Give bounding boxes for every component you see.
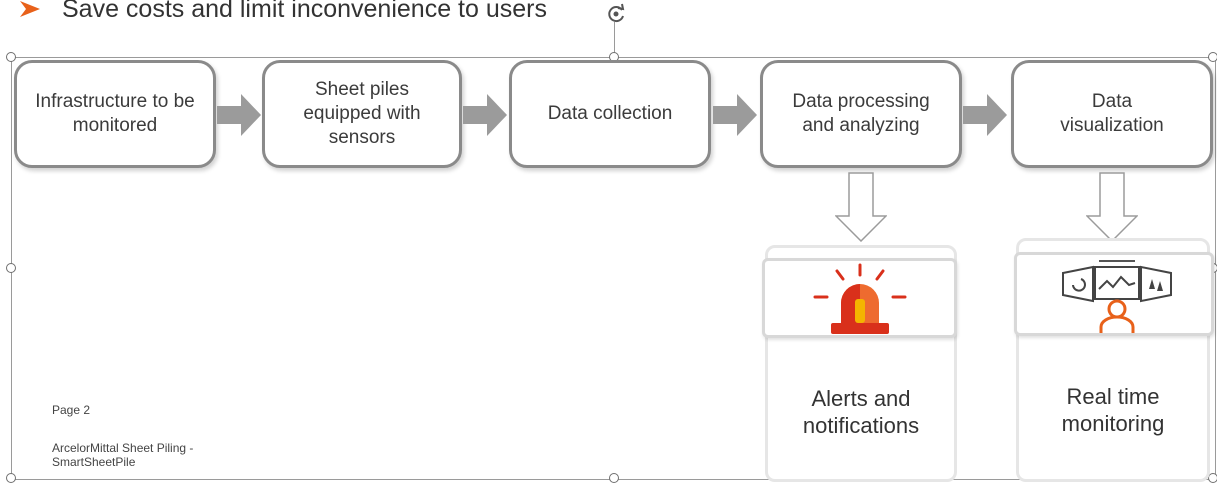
flow-step-data-visualization: Data visualization <box>1011 60 1213 168</box>
footer-company-line1: ArcelorMittal Sheet Piling - <box>52 441 194 455</box>
flow-step-label: Data processing and analyzing <box>792 91 930 136</box>
flow-step-label: Data collection <box>547 103 673 124</box>
bullet-line: Save costs and limit inconvenience to us… <box>18 0 547 26</box>
footer-company-line2: SmartSheetPile <box>52 455 136 469</box>
right-arrow-icon <box>713 94 757 136</box>
flow-step-label: Data visualization <box>1060 91 1164 136</box>
arrowhead-bullet-icon <box>20 1 40 17</box>
bullet-text: Save costs and limit inconvenience to us… <box>62 0 547 23</box>
right-arrow-icon <box>463 94 507 136</box>
alerts-image-panel <box>762 258 957 338</box>
flow-step-label: Sheet piles equipped with sensors <box>303 79 421 148</box>
flow-step-data-processing: Data processing and analyzing <box>760 60 962 168</box>
right-arrow-icon <box>217 94 261 136</box>
flow-step-label: Infrastructure to be monitored <box>35 91 195 136</box>
flow-step-infrastructure: Infrastructure to be monitored <box>14 60 216 168</box>
flow-step-sheet-piles: Sheet piles equipped with sensors <box>262 60 462 168</box>
page-number: Page 2 <box>52 403 91 417</box>
resize-handle-top-right[interactable] <box>1208 52 1217 62</box>
monitoring-image-panel <box>1014 252 1214 336</box>
rotate-handle-line <box>614 22 615 58</box>
resize-handle-top-left[interactable] <box>6 52 16 62</box>
footer-company: ArcelorMittal Sheet Piling - SmartSheetP… <box>52 441 193 469</box>
flow-step-data-collection: Data collection <box>509 60 711 168</box>
rotate-icon[interactable] <box>604 2 628 26</box>
alerts-label: Alerts and notifications <box>802 386 920 438</box>
resize-handle-left[interactable] <box>6 263 16 273</box>
monitoring-operator-icon <box>1062 260 1172 333</box>
down-arrow-icon <box>835 172 887 242</box>
right-arrow-icon <box>963 94 1007 136</box>
monitoring-label: Real time monitoring <box>1061 384 1165 436</box>
siren-alarm-icon <box>813 263 907 334</box>
down-arrow-icon <box>1086 172 1138 242</box>
